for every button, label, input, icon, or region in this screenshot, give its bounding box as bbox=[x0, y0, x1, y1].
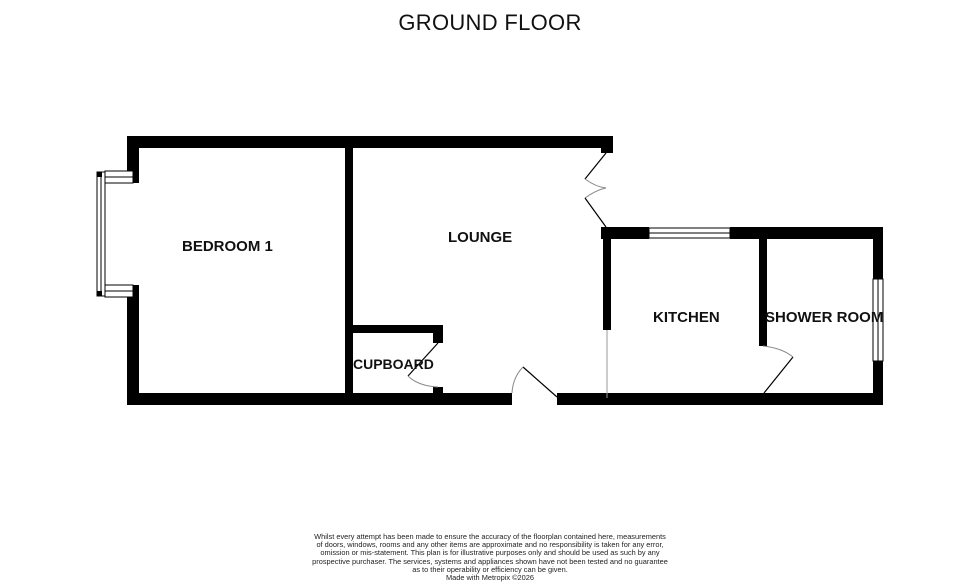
cupboard-door bbox=[407, 342, 439, 388]
shower-door bbox=[762, 345, 794, 394]
floor-title: GROUND FLOOR bbox=[398, 10, 582, 35]
room-label-cupboard: CUPBOARD bbox=[353, 356, 434, 372]
disclaimer-line: prospective purchaser. The services, sys… bbox=[312, 556, 668, 566]
walls bbox=[127, 136, 883, 405]
disclaimer-line: of doors, windows, rooms and any other i… bbox=[316, 540, 664, 550]
bifold-door bbox=[584, 152, 607, 228]
room-label-bedroom-1: BEDROOM 1 bbox=[182, 238, 273, 255]
room-label-lounge: LOUNGE bbox=[448, 229, 513, 246]
metropix-credit: Made with Metropix ©2026 bbox=[445, 573, 535, 582]
entrance-door bbox=[511, 366, 558, 398]
bay-window bbox=[96, 170, 134, 298]
disclaimer-line: omission or mis-statement. This plan is … bbox=[320, 548, 660, 558]
room-label-shower-room: SHOWER ROOM bbox=[765, 309, 884, 326]
disclaimer-line: as to their operability or efficiency ca… bbox=[412, 564, 568, 574]
disclaimer: Whilst every attempt has been made to en… bbox=[300, 532, 680, 582]
room-label-kitchen: KITCHEN bbox=[653, 309, 720, 326]
disclaimer-line: Whilst every attempt has been made to en… bbox=[314, 532, 666, 541]
kitchen-window bbox=[648, 227, 731, 239]
shower-window bbox=[872, 278, 884, 362]
